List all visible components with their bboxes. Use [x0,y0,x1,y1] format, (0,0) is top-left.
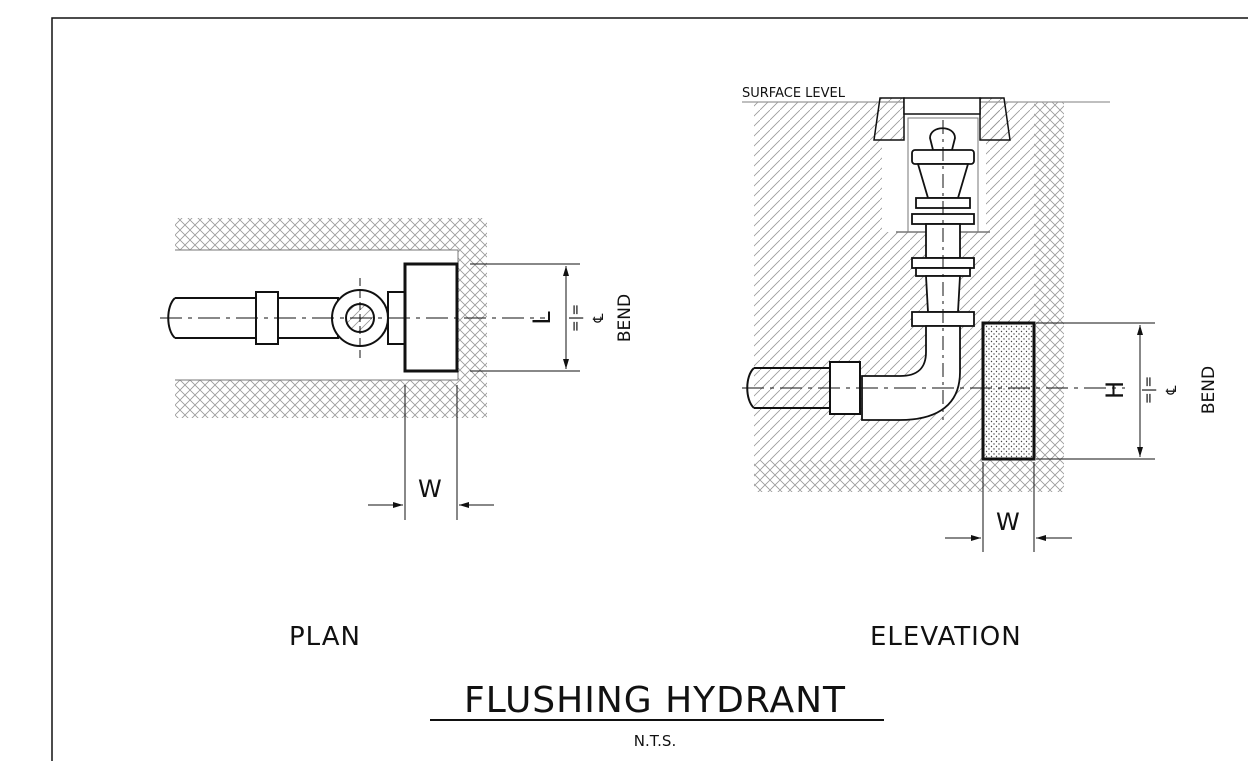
plan-dim-l [470,263,580,372]
elevation-centerline-symbol: ℄ [1164,386,1180,396]
elevation-dim-h [1036,322,1155,460]
plan-view-title: PLAN [289,622,361,652]
elevation-equals-label: =|= [1141,376,1157,404]
elevation-view-title: ELEVATION [870,622,1022,652]
drawing-title: FLUSHING HYDRANT [464,680,846,721]
sheet-border [51,17,1248,761]
plan-dim-w [368,385,494,520]
plan-equals-label: =|= [568,304,584,332]
elevation-dim-w [945,462,1072,552]
elevation-thrust-block [981,321,1036,461]
elevation-bottom-hatch [754,460,1034,492]
elevation-wall-right [1034,102,1064,492]
plan-trench-top-hatch [175,218,487,250]
plan-centerline-symbol: ℄ [591,314,607,324]
elevation-bend-label: BEND [1199,366,1219,414]
plan-trench-right-hatch [458,250,487,380]
elevation-view: SURFACE LEVEL [742,86,1219,652]
plan-w-label: W [418,475,442,503]
plan-bend-label: BEND [615,294,635,342]
plan-l-label: L [528,311,556,325]
elevation-h-label: H [1101,381,1129,399]
surface-level-label: SURFACE LEVEL [742,86,846,101]
plan-view: W L =|= ℄ BEND PLAN [160,218,635,652]
elevation-w-label: W [996,508,1020,536]
plan-trench-bottom-hatch [175,380,487,418]
drawing-scale-note: N.T.S. [634,732,676,750]
